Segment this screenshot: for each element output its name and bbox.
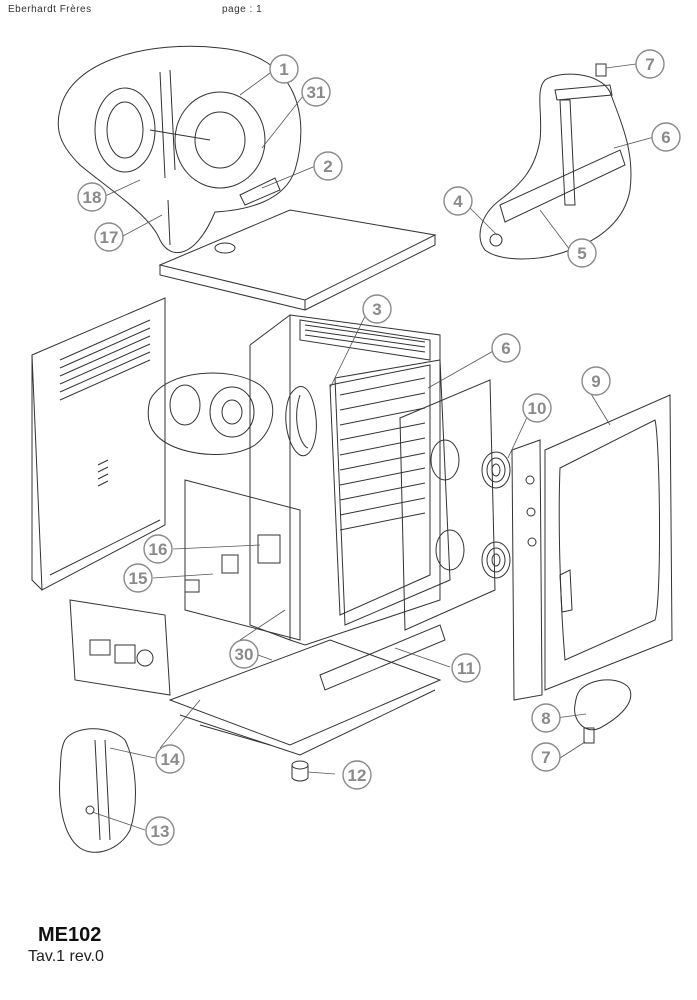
callout-circle bbox=[651, 122, 681, 152]
fan-motor bbox=[94, 87, 156, 173]
callout-circle bbox=[342, 760, 372, 790]
callout-label: 7 bbox=[541, 748, 550, 767]
fan-detail-bubble bbox=[57, 45, 302, 254]
foot-12 bbox=[291, 760, 309, 782]
callout-30: 30 bbox=[229, 639, 259, 669]
top-panel bbox=[158, 209, 437, 301]
callout-circle bbox=[123, 563, 153, 593]
callout-3: 3 bbox=[362, 294, 392, 324]
callout-circle bbox=[581, 366, 611, 396]
callout-label: 14 bbox=[161, 750, 180, 769]
oven-rack bbox=[329, 364, 431, 616]
callout-17: 17 bbox=[94, 222, 124, 252]
callout-14: 14 bbox=[155, 744, 185, 774]
company-name: Eberhardt Frères bbox=[8, 4, 92, 15]
callout-13: 13 bbox=[145, 816, 175, 846]
door-handle bbox=[559, 569, 573, 613]
callout-label: 18 bbox=[83, 188, 102, 207]
callout-31: 31 bbox=[301, 77, 331, 107]
callout-label: 13 bbox=[151, 822, 170, 841]
hinge-bottom-bubble bbox=[59, 728, 136, 853]
callout-label: 11 bbox=[457, 659, 475, 678]
callout-circle bbox=[229, 639, 259, 669]
door-pin-bubble bbox=[574, 679, 632, 731]
hinge-detail-bubble bbox=[479, 73, 632, 260]
vent-slots bbox=[59, 319, 151, 487]
callout-4: 4 bbox=[443, 186, 473, 216]
oven-base bbox=[168, 639, 442, 746]
fan-guard-upper bbox=[481, 451, 511, 489]
model-number: ME102 bbox=[38, 924, 102, 946]
door-window bbox=[558, 419, 661, 661]
callout-label: 8 bbox=[541, 709, 550, 728]
callout-2: 2 bbox=[313, 151, 343, 181]
callout-circle bbox=[94, 222, 124, 252]
callout-circle bbox=[567, 238, 597, 268]
callout-label: 3 bbox=[372, 300, 381, 319]
callout-circle bbox=[155, 744, 185, 774]
callout-label: 10 bbox=[528, 399, 547, 418]
callout-1: 1 bbox=[269, 54, 299, 84]
callout-circle bbox=[313, 151, 343, 181]
callout-circle bbox=[145, 816, 175, 846]
callout-9: 9 bbox=[581, 366, 611, 396]
callout-label: 2 bbox=[323, 157, 332, 176]
callout-circle bbox=[635, 49, 665, 79]
callout-label: 17 bbox=[100, 228, 119, 247]
callout-circle bbox=[443, 186, 473, 216]
fan-panel bbox=[399, 379, 496, 631]
callout-circle bbox=[451, 653, 481, 683]
callout-circle bbox=[531, 742, 561, 772]
callout-label: 6 bbox=[501, 339, 510, 358]
door-gasket bbox=[334, 359, 451, 626]
callout-label: 1 bbox=[279, 60, 288, 79]
callout-label: 6 bbox=[661, 128, 670, 147]
heating-coil bbox=[285, 386, 317, 457]
drip-tray bbox=[319, 624, 446, 691]
callout-label: 4 bbox=[453, 192, 463, 211]
callout-circle bbox=[269, 54, 299, 84]
electrical-panel bbox=[69, 599, 171, 696]
callout-18: 18 bbox=[77, 182, 107, 212]
callout-11: 11 bbox=[451, 653, 481, 683]
callout-circle bbox=[531, 703, 561, 733]
callout-circle bbox=[522, 393, 552, 423]
callout-5: 5 bbox=[567, 238, 597, 268]
callout-15: 15 bbox=[123, 563, 153, 593]
callout-circle bbox=[362, 294, 392, 324]
fan-guard-lower bbox=[481, 541, 511, 579]
callout-label: 15 bbox=[129, 569, 148, 588]
callout-7: 7 bbox=[635, 49, 665, 79]
control-panel bbox=[511, 439, 543, 701]
callout-label: 5 bbox=[577, 244, 586, 263]
page-number: page : 1 bbox=[222, 4, 263, 15]
callout-label: 7 bbox=[645, 55, 654, 74]
callout-7: 7 bbox=[531, 742, 561, 772]
callout-16: 16 bbox=[143, 534, 173, 564]
revision-label: Tav.1 rev.0 bbox=[28, 948, 104, 965]
control-board bbox=[184, 479, 301, 641]
callout-circle bbox=[491, 333, 521, 363]
fan-wheel bbox=[174, 91, 266, 189]
callout-6: 6 bbox=[491, 333, 521, 363]
callout-circle bbox=[77, 182, 107, 212]
callout-circle bbox=[301, 77, 331, 107]
callout-label: 30 bbox=[235, 645, 254, 664]
callout-10: 10 bbox=[522, 393, 552, 423]
callout-label: 12 bbox=[348, 766, 367, 785]
middle-fan-bubble bbox=[147, 372, 274, 455]
left-side-panel bbox=[31, 297, 166, 591]
callout-circle bbox=[143, 534, 173, 564]
callout-label: 31 bbox=[307, 83, 326, 102]
callout-6: 6 bbox=[651, 122, 681, 152]
oven-body bbox=[289, 314, 441, 646]
callout-label: 9 bbox=[591, 372, 600, 391]
callout-12: 12 bbox=[342, 760, 372, 790]
callout-label: 16 bbox=[149, 540, 168, 559]
callout-8: 8 bbox=[531, 703, 561, 733]
oven-door bbox=[544, 394, 673, 691]
